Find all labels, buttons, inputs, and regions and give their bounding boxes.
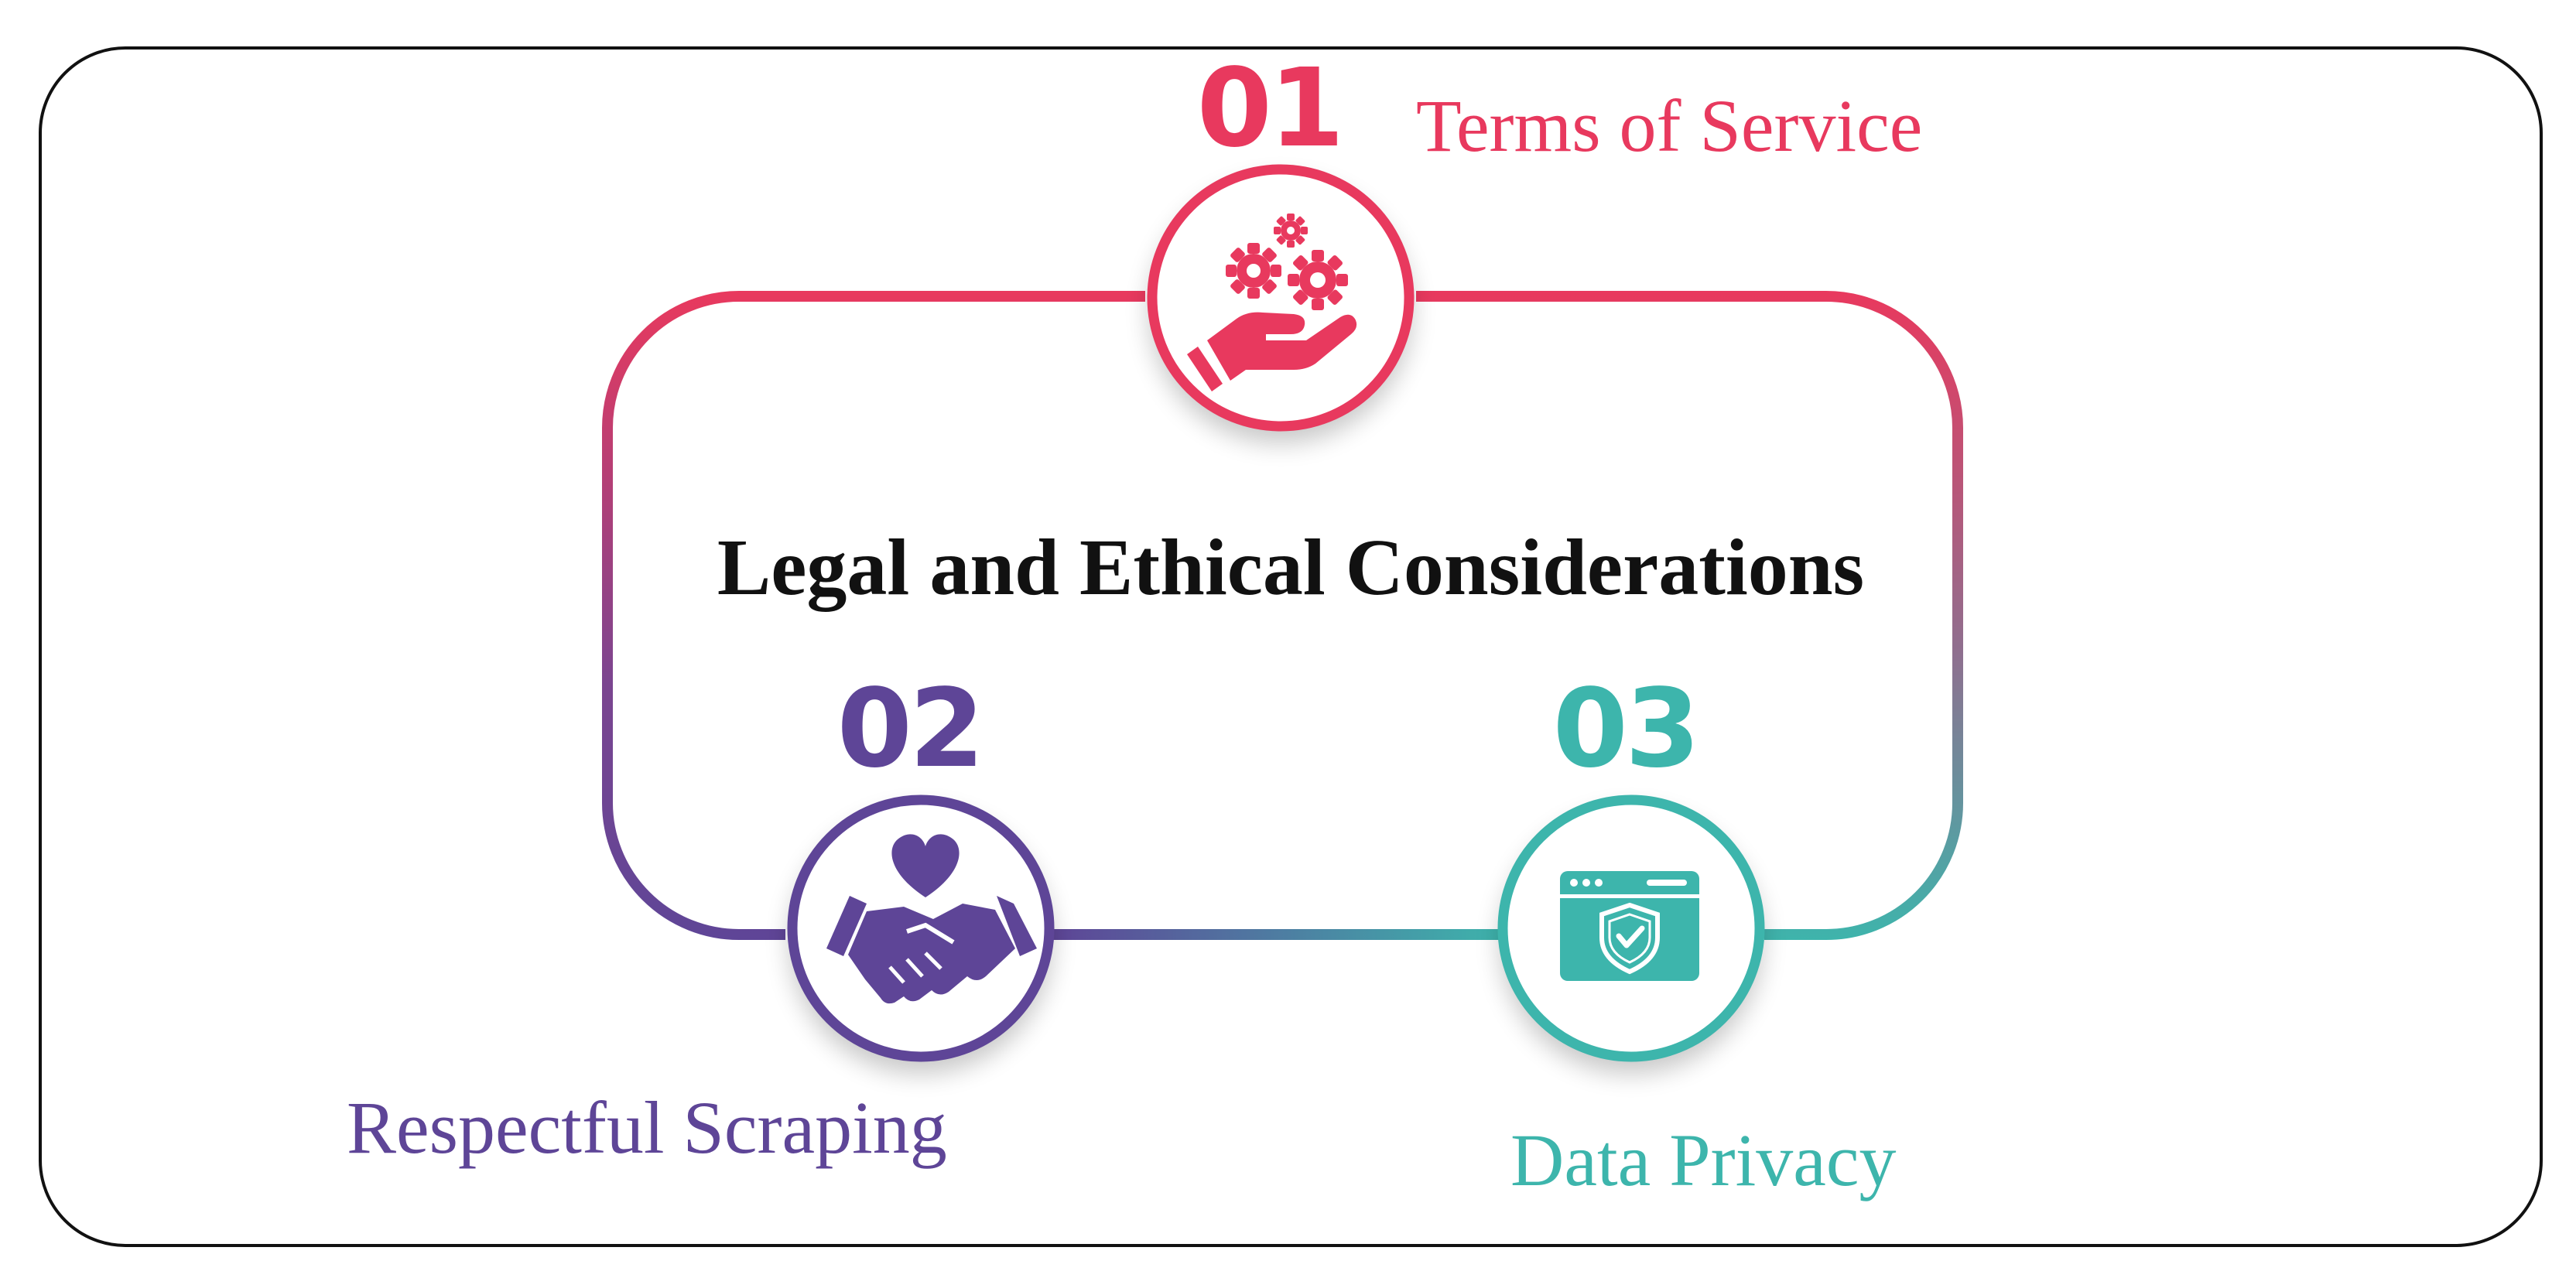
step-03: 03 Data Privacy xyxy=(1497,666,1896,1201)
loop-connector-right xyxy=(1416,291,1963,940)
step-01: 01 Terms of Service xyxy=(1147,46,1922,432)
step-03-number: 03 xyxy=(1553,666,1698,792)
step-02-label: Respectful Scraping xyxy=(347,1086,947,1169)
hand-gears-icon xyxy=(1187,214,1357,391)
outer-frame xyxy=(39,46,2543,1247)
diagram-title: Legal and Ethical Considerations xyxy=(717,523,1864,612)
browser-shield-check-icon xyxy=(1560,871,1699,981)
step-03-label: Data Privacy xyxy=(1510,1119,1896,1201)
step-01-number: 01 xyxy=(1197,46,1342,172)
step-02: 02 Respectful Scraping xyxy=(347,666,1055,1169)
loop-connector-left xyxy=(602,291,1145,940)
handshake-heart-icon xyxy=(826,834,1037,1004)
step-01-label: Terms of Service xyxy=(1416,84,1922,167)
step-02-number: 02 xyxy=(837,666,982,792)
